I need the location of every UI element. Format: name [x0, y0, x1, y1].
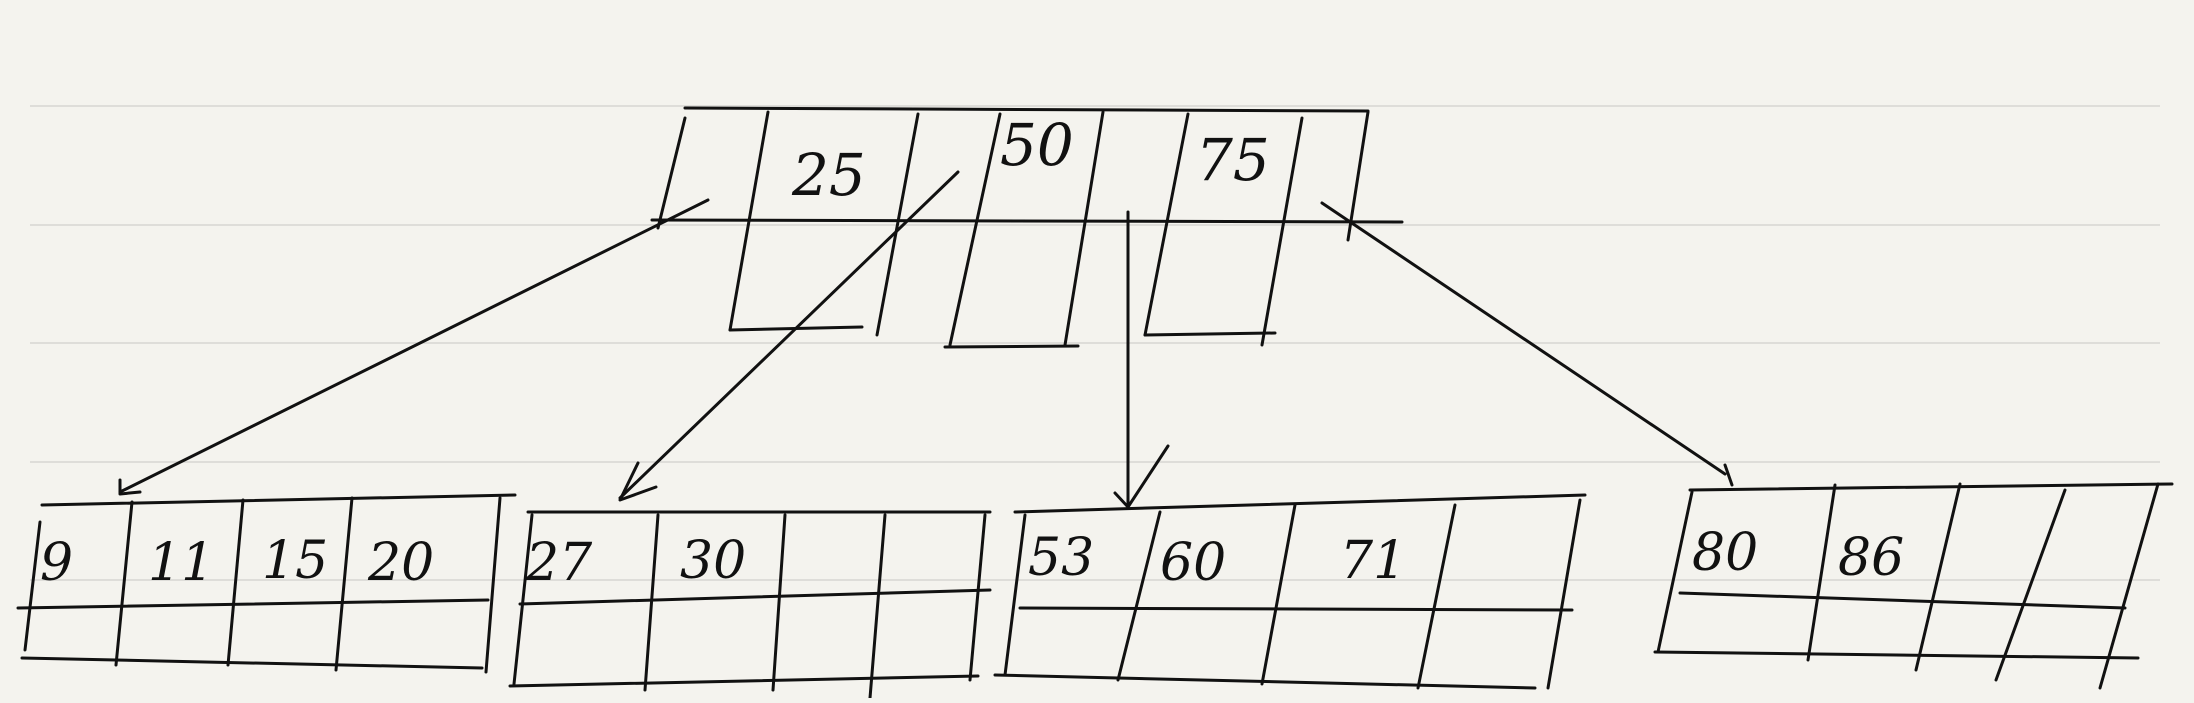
arrow-shaft	[1320, 201, 1727, 476]
leaf-4-keys: 80 86	[1692, 523, 1904, 588]
arrow-shaft	[118, 198, 710, 494]
leaf-left-border	[512, 513, 534, 686]
leaf-node-4	[1653, 482, 2174, 690]
leaf-key: 15	[262, 531, 328, 591]
leaf-separator	[1994, 488, 2067, 682]
leaf-bottom-border	[508, 674, 980, 688]
leaf-key: 11	[148, 533, 214, 593]
pointer-arrow-4	[1320, 201, 1734, 487]
leaf-node-3	[993, 493, 1587, 690]
leaf-separator	[1116, 510, 1162, 682]
leaf-bottom-border	[1653, 650, 2140, 660]
pointer-arrow-3	[1113, 210, 1170, 509]
leaf-separator	[771, 513, 787, 692]
arrow-shaft	[618, 170, 960, 500]
leaf-separator	[643, 513, 660, 692]
leaf-separator	[1806, 483, 1837, 662]
leaf-divider	[1018, 606, 1574, 612]
root-node	[650, 106, 1404, 349]
leaf-divider	[16, 598, 490, 610]
arrow-head	[118, 478, 142, 496]
leaf-node-1	[16, 493, 517, 674]
leaf-key: 53	[1028, 528, 1094, 588]
leaf-separator	[1260, 503, 1297, 686]
leaf-top-border	[1688, 482, 2174, 492]
leaf-bottom-border	[20, 656, 484, 670]
leaf-right-border	[484, 496, 502, 674]
leaf-key: 9	[40, 533, 73, 593]
leaf-separator	[868, 513, 887, 700]
leaf-key: 20	[367, 533, 434, 593]
leaf-key: 86	[1838, 528, 1904, 588]
pointer-arrow-2	[618, 170, 960, 502]
root-keys: 25 50 75	[791, 111, 1270, 209]
leaf-bottom-border	[993, 673, 1537, 690]
root-separator	[1143, 112, 1190, 337]
root-pointer-slot-bottom	[1143, 331, 1277, 337]
leaf-right-border	[2098, 482, 2160, 690]
pointer-arrow-1	[118, 198, 710, 496]
root-key: 50	[1000, 111, 1074, 179]
root-separator	[948, 112, 1002, 347]
leaf-key: 80	[1692, 523, 1758, 583]
root-separator	[1063, 110, 1105, 347]
leaf-separator	[114, 500, 134, 667]
root-key: 75	[1196, 126, 1270, 194]
leaf-node-2	[508, 510, 992, 700]
leaf-divider	[518, 588, 992, 606]
leaf-key: 60	[1160, 533, 1226, 593]
leaf-right-border	[1546, 498, 1582, 690]
leaf-key: 30	[680, 531, 746, 591]
root-right-border	[1346, 110, 1370, 242]
arrow-head	[1113, 444, 1170, 509]
leaf-left-border	[1656, 490, 1694, 654]
root-separator	[728, 110, 770, 332]
notebook-rule-lines	[30, 105, 2160, 581]
leaf-key: 71	[1340, 531, 1406, 591]
leaf-key: 27	[525, 533, 593, 593]
leaf-top-border	[40, 493, 517, 507]
root-separator	[1260, 116, 1304, 347]
leaf-1-keys: 9 11 15 20	[40, 531, 434, 593]
root-top-border	[683, 106, 1370, 113]
leaf-3-keys: 53 60 71	[1028, 528, 1406, 593]
leaf-left-border	[1003, 513, 1027, 677]
leaf-2-keys: 27 30	[525, 531, 746, 593]
leaf-separator	[1914, 482, 1962, 672]
leaf-separator	[226, 498, 245, 667]
root-key: 25	[791, 141, 866, 209]
leaf-top-border	[1013, 493, 1587, 514]
arrow-head	[618, 461, 658, 502]
root-pointer-slot-bottom	[943, 344, 1080, 349]
leaf-separator	[1416, 503, 1457, 690]
root-separator	[875, 112, 920, 337]
leaf-separator	[334, 496, 354, 672]
leaf-right-border	[968, 513, 987, 682]
leaf-left-border	[23, 520, 42, 652]
root-divider	[650, 218, 1404, 224]
leaf-divider	[1678, 591, 2127, 610]
root-left-border	[656, 116, 687, 230]
arrow-head	[1723, 463, 1734, 487]
